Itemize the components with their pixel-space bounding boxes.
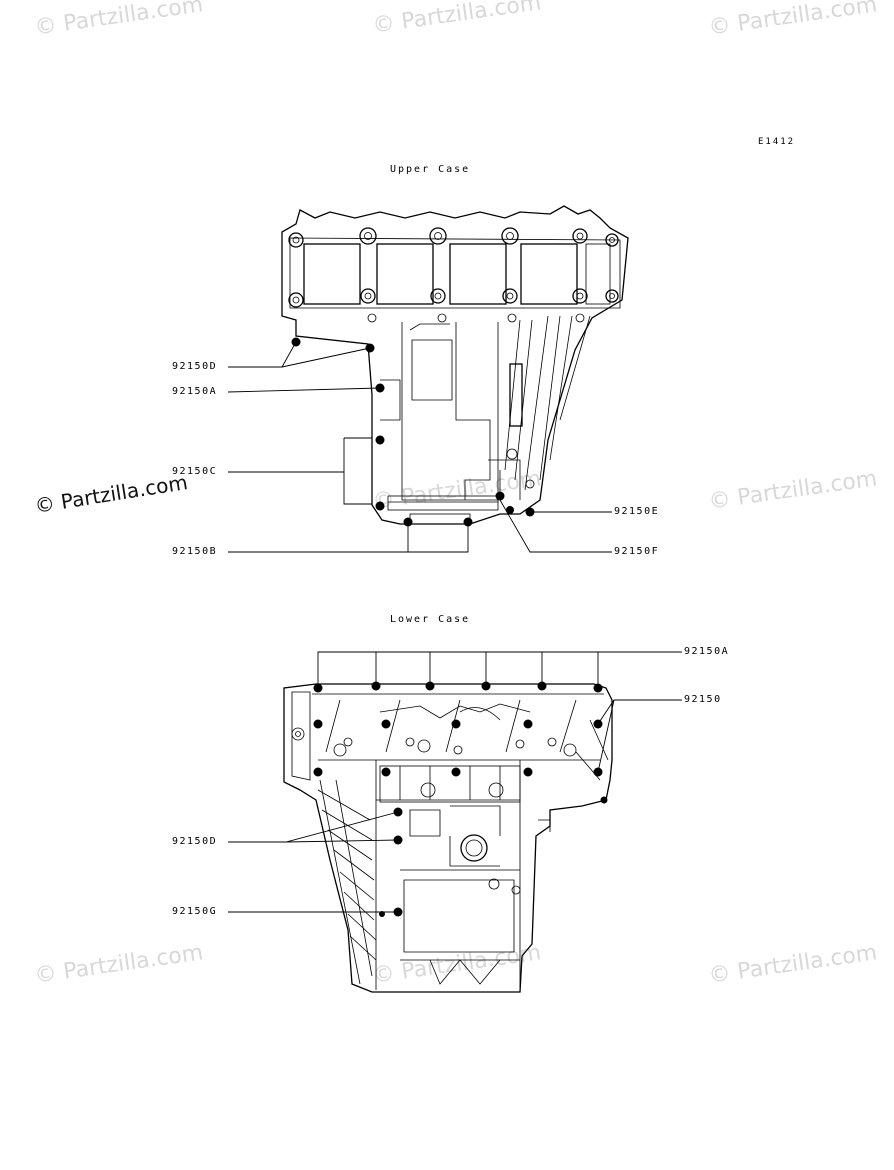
label-lower-92150g[interactable]: 92150G (172, 906, 218, 917)
label-lower-92150[interactable]: 92150 (684, 694, 722, 705)
upper-case-leaders (227, 341, 612, 553)
diagram-code: E1412 (758, 137, 796, 147)
label-upper-92150b[interactable]: 92150B (172, 546, 218, 557)
lower-case-title: Lower Case (390, 614, 471, 625)
upper-case-drawing (281, 205, 629, 527)
label-upper-92150e[interactable]: 92150E (614, 506, 660, 517)
label-lower-92150a[interactable]: 92150A (684, 646, 730, 657)
label-upper-92150c[interactable]: 92150C (172, 466, 218, 477)
lower-case-leaders (228, 651, 682, 913)
label-upper-92150a[interactable]: 92150A (172, 386, 218, 397)
lower-case-drawing (283, 681, 613, 993)
upper-case-title: Upper Case (390, 164, 471, 175)
label-upper-92150d[interactable]: 92150D (172, 361, 218, 372)
label-lower-92150d[interactable]: 92150D (172, 836, 218, 847)
label-upper-92150f[interactable]: 92150F (614, 546, 660, 557)
